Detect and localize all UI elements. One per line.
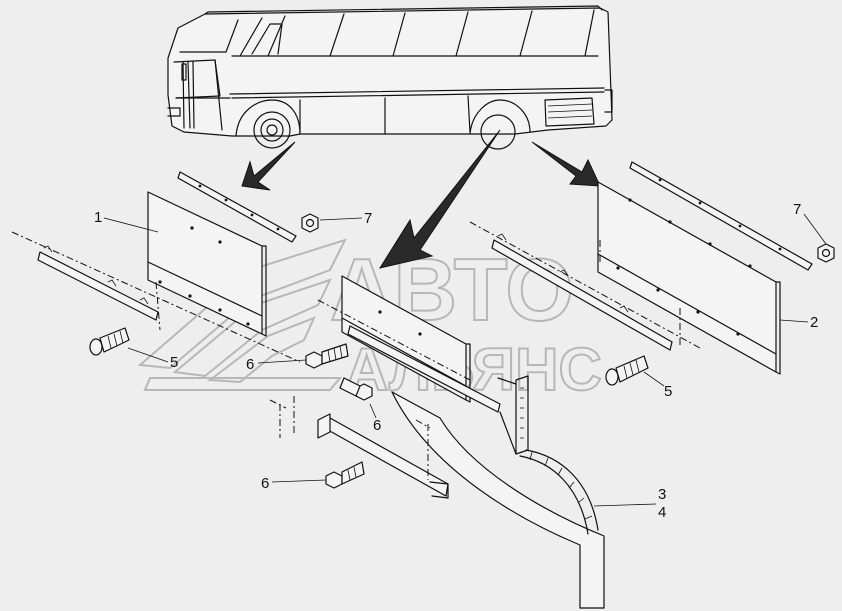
nut-7-right — [817, 243, 835, 263]
bolt-5-left — [89, 327, 130, 356]
callout-6-middle: 6 — [373, 417, 381, 434]
center-axis-line — [317, 299, 471, 381]
callout-5-left: 5 — [170, 354, 178, 371]
part-2-upper-strip — [629, 161, 813, 271]
callout-5-right: 5 — [664, 383, 672, 400]
lower-axis-marks-2 — [415, 419, 431, 480]
fender-parts-3-4 — [391, 375, 605, 609]
right-axis-line — [469, 221, 701, 349]
callout-labels: 1 2 3 4 5 5 6 6 6 7 7 — [94, 201, 818, 521]
part-1-upper-strip — [177, 171, 297, 243]
right-lower-strip — [491, 233, 673, 351]
leader-lines — [103, 213, 827, 507]
lower-bracket — [317, 413, 449, 499]
callout-1: 1 — [94, 209, 102, 226]
callout-4: 4 — [658, 504, 666, 521]
callout-2: 2 — [810, 314, 818, 331]
screw-6-b — [339, 377, 373, 401]
center-flap — [341, 275, 471, 403]
nut-7-left — [301, 213, 319, 233]
callout-6-upper: 6 — [246, 356, 254, 373]
part-1-left-flap — [147, 191, 267, 337]
callout-6-lower: 6 — [261, 475, 269, 492]
callout-3: 3 — [658, 486, 666, 503]
left-lower-strip — [37, 245, 159, 321]
center-strip — [347, 325, 501, 413]
screw-6-c — [325, 461, 365, 489]
bus-illustration — [167, 5, 613, 150]
right-axis-line-2 — [599, 240, 681, 346]
lower-axis-marks — [269, 396, 295, 438]
left-axis-line-2 — [155, 281, 161, 331]
bolt-5-right — [605, 355, 649, 386]
screw-6-a — [305, 343, 349, 369]
callout-7-right: 7 — [793, 201, 801, 218]
part-2-right-flap — [597, 181, 781, 375]
pointer-arrows — [241, 129, 601, 269]
callout-7-left: 7 — [364, 210, 372, 227]
